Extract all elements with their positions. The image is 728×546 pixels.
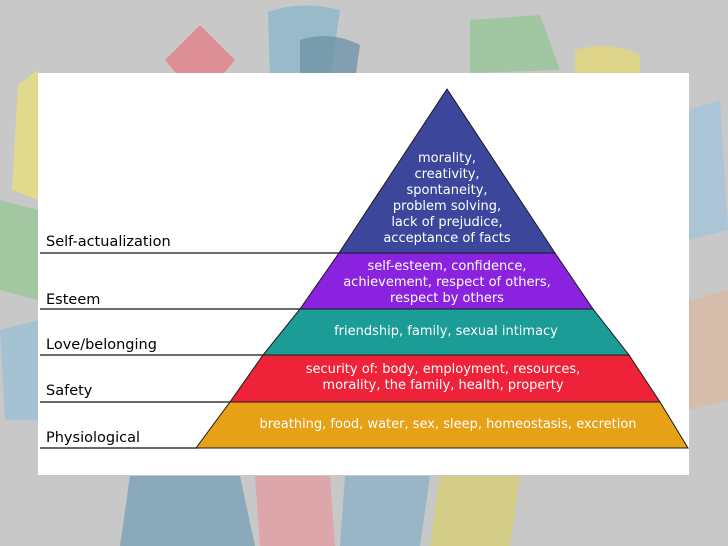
tier-line: creativity, (414, 167, 480, 182)
tier-text-esteem: self-esteem, confidence, achievement, re… (307, 259, 587, 307)
level-label-esteem: Esteem (46, 292, 101, 308)
tier-text-love-belonging: friendship, family, sexual intimacy (276, 324, 616, 340)
tier-line: friendship, family, sexual intimacy (334, 324, 558, 339)
tier-line: problem solving, (392, 199, 502, 214)
block-shape (688, 100, 728, 240)
block-shape (165, 25, 235, 78)
block-shape (470, 15, 560, 73)
tier-text-safety: security of: body, employment, resources… (238, 362, 648, 394)
block-shape (12, 70, 38, 200)
tier-text-self-actualization: morality, creativity, spontaneity, probl… (347, 151, 547, 247)
tier-line: security of: body, employment, resources… (305, 362, 581, 377)
tier-line: respect by others (390, 291, 504, 306)
block-shape (0, 200, 38, 300)
tier-text-physiological: breathing, food, water, sex, sleep, home… (218, 417, 678, 433)
block-shape (340, 476, 430, 546)
pyramid-slide: Self-actualization Esteem Love/belonging… (38, 73, 689, 475)
block-shape (575, 46, 640, 73)
block-shape (120, 476, 255, 546)
tier-physiological (195, 401, 689, 449)
tier-line: morality, (417, 151, 477, 166)
block-shape (689, 290, 728, 410)
tier-line: spontaneity, (406, 183, 488, 198)
level-label-physiological: Physiological (46, 430, 140, 446)
block-shape (300, 36, 360, 80)
level-label-love-belonging: Love/belonging (46, 337, 157, 353)
tier-line: morality, the family, health, property (322, 378, 564, 393)
level-label-self-actualization: Self-actualization (46, 234, 171, 250)
level-label-safety: Safety (46, 383, 93, 399)
tier-line: breathing, food, water, sex, sleep, home… (259, 417, 637, 432)
block-shape (430, 476, 520, 546)
tier-line: achievement, respect of others, (343, 275, 551, 290)
pyramid-diagram (40, 88, 689, 449)
tier-line: self-esteem, confidence, (367, 259, 527, 274)
tier-line: acceptance of facts (383, 231, 511, 246)
block-shape (0, 320, 38, 420)
tier-line: lack of prejudice, (391, 215, 503, 230)
block-shape (255, 476, 335, 546)
